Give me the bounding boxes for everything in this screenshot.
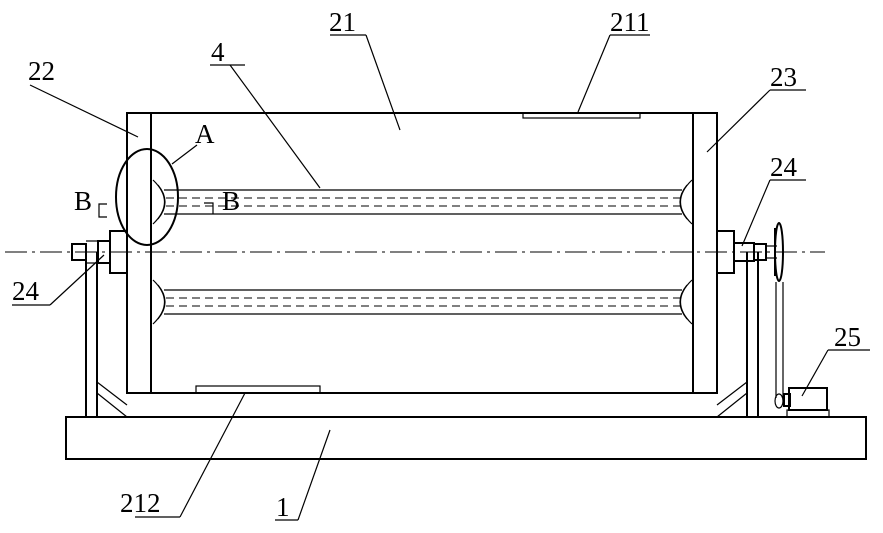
label-21: 21 bbox=[329, 7, 356, 37]
drum-body bbox=[127, 113, 717, 393]
pulley-belt bbox=[775, 223, 783, 408]
base-plate bbox=[66, 417, 866, 459]
motor bbox=[784, 388, 829, 417]
label-24-right: 24 bbox=[770, 152, 798, 182]
label-a: A bbox=[195, 119, 215, 149]
label-211: 211 bbox=[610, 7, 650, 37]
detail-circle-a bbox=[116, 149, 178, 245]
lower-rod bbox=[153, 280, 692, 324]
label-25: 25 bbox=[834, 322, 861, 352]
right-support bbox=[717, 231, 777, 417]
label-23: 23 bbox=[770, 62, 797, 92]
bottom-strip bbox=[196, 386, 320, 393]
label-b-left: B bbox=[74, 186, 92, 216]
label-b-right: B bbox=[222, 186, 240, 216]
label-4: 4 bbox=[211, 37, 225, 67]
label-212: 212 bbox=[120, 488, 161, 518]
label-24-left: 24 bbox=[12, 276, 40, 306]
leader-lines bbox=[12, 35, 870, 520]
label-22: 22 bbox=[28, 56, 55, 86]
label-1: 1 bbox=[276, 492, 290, 522]
